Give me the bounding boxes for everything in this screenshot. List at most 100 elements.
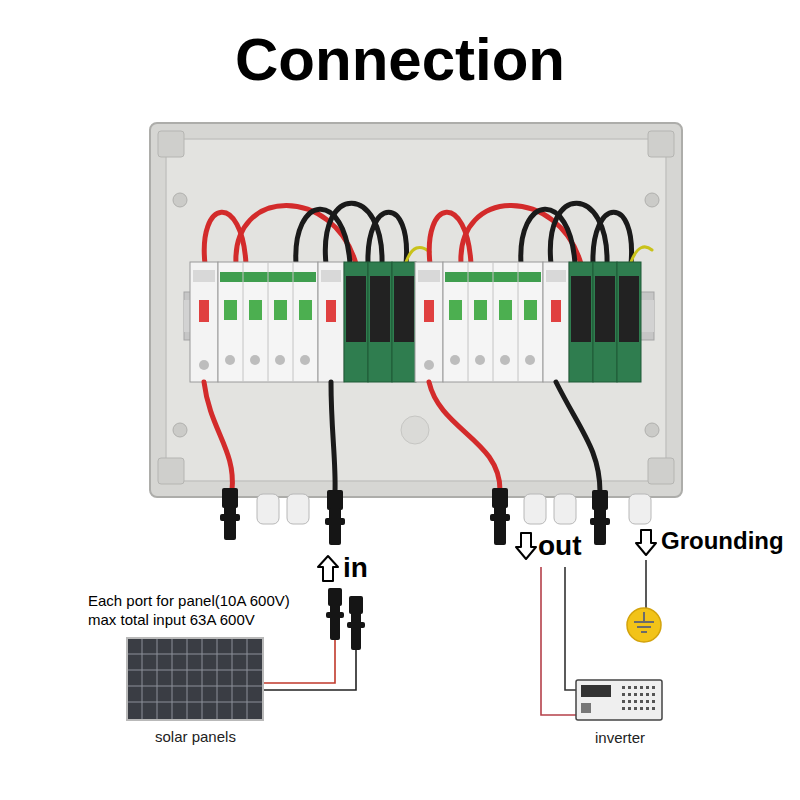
- inverter-icon: [634, 700, 637, 703]
- mc4-connector: [347, 622, 365, 628]
- breaker-4-pole: [218, 262, 318, 382]
- spec-note: Each port for panel(10A 600V) max total …: [88, 591, 316, 629]
- solar-panel: [202, 639, 203, 719]
- solar-panel: [128, 670, 262, 671]
- solar-panel: [128, 654, 262, 655]
- breaker-4-pole: [293, 262, 294, 382]
- port-label: out: [538, 532, 582, 560]
- inverter-icon: [634, 707, 637, 710]
- cable-gland: [524, 494, 546, 524]
- inverter-icon: [646, 707, 649, 710]
- enclosure: [173, 193, 187, 207]
- breaker-4-pole: [449, 300, 462, 320]
- breaker-4-pole: [524, 300, 537, 320]
- breaker-4-pole: [243, 262, 244, 382]
- mc4-connector: [224, 506, 236, 540]
- inverter-icon: [622, 693, 625, 696]
- surge-protector: [571, 276, 591, 342]
- breaker-narrow: [418, 270, 440, 282]
- cable-gland: [554, 494, 576, 524]
- enclosure: [173, 423, 187, 437]
- upper-wires: [204, 203, 652, 264]
- breaker-4-pole: [443, 262, 543, 382]
- solar-panel: [128, 686, 262, 687]
- mc4-connector: [329, 508, 341, 545]
- solar-panel: [172, 639, 173, 719]
- breaker-4-pole: [443, 262, 543, 382]
- breaker-narrow: [415, 262, 443, 382]
- output-wires: [565, 567, 578, 690]
- enclosure: [150, 123, 682, 497]
- breaker-narrow: [190, 262, 218, 382]
- port-label: Grounding: [661, 529, 784, 553]
- breaker-4-pole: [468, 262, 469, 382]
- surge-protector: [617, 262, 641, 382]
- panel-wires: [263, 650, 356, 690]
- lower-wires: [556, 382, 600, 492]
- inverter-icon: [622, 686, 655, 710]
- solar-panel: [128, 639, 262, 719]
- breaker-narrow: [415, 262, 443, 382]
- ground-symbol: [627, 560, 661, 642]
- breaker-4-pole: [274, 300, 287, 320]
- solar-panel: [128, 702, 262, 703]
- inverter-icon: [581, 685, 611, 697]
- upper-wires: [631, 247, 652, 262]
- inverter-icon: [622, 707, 625, 710]
- mc4-connector: [326, 588, 365, 650]
- inverter-icon: [652, 707, 655, 710]
- surge-protector: [392, 262, 416, 382]
- breaker-narrow: [199, 300, 209, 322]
- breaker-4-pole: [500, 355, 510, 365]
- enclosure: [158, 458, 184, 484]
- solar-panel: [142, 639, 143, 719]
- breaker-4-pole: [525, 355, 535, 365]
- mc4-connector: [351, 612, 361, 650]
- breaker-4-pole: [450, 355, 460, 365]
- breaker-narrow: [318, 262, 344, 382]
- enclosure: [645, 423, 659, 437]
- inverter-icon: [622, 686, 625, 689]
- upper-wires: [236, 206, 356, 265]
- output-wires: [541, 567, 578, 715]
- breaker-4-pole: [275, 355, 285, 365]
- mc4-connector: [328, 588, 342, 606]
- breaker-narrow: [551, 300, 561, 322]
- cable-gland: [629, 494, 651, 524]
- enclosure: [158, 131, 184, 157]
- upper-wires: [406, 247, 430, 262]
- direction-arrow: [318, 556, 338, 581]
- direction-arrow: [636, 530, 656, 555]
- mc4-connector: [490, 514, 510, 521]
- inverter-icon: [576, 680, 662, 720]
- breaker-4-pole: [518, 262, 519, 382]
- enclosure: [648, 458, 674, 484]
- inverter-icon: [628, 700, 631, 703]
- surge-protector: [344, 262, 368, 382]
- inverter-icon: [576, 680, 662, 720]
- breaker-narrow: [321, 270, 341, 282]
- port-label: in: [343, 554, 368, 582]
- mc4-connector: [330, 604, 340, 640]
- inverter-icon: [646, 686, 649, 689]
- breaker-4-pole: [249, 300, 262, 320]
- mc4-connector: [592, 490, 608, 510]
- solar-panel: [217, 639, 218, 719]
- mc4-connector: [220, 514, 240, 521]
- inverter-icon: [640, 700, 643, 703]
- inverter-icon: [652, 693, 655, 696]
- breaker-4-pole: [250, 355, 260, 365]
- lower-wires: [429, 382, 500, 490]
- solar-panel: [232, 639, 233, 719]
- ground-symbol: [627, 608, 661, 642]
- mc4-connector: [594, 508, 606, 545]
- inverter-icon: [628, 707, 631, 710]
- breaker-narrow: [193, 270, 215, 282]
- breaker-narrow: [199, 360, 209, 370]
- cable-gland: [257, 494, 651, 524]
- breaker-4-pole: [499, 300, 512, 320]
- inverter-icon: [628, 693, 631, 696]
- upper-wires: [521, 209, 575, 264]
